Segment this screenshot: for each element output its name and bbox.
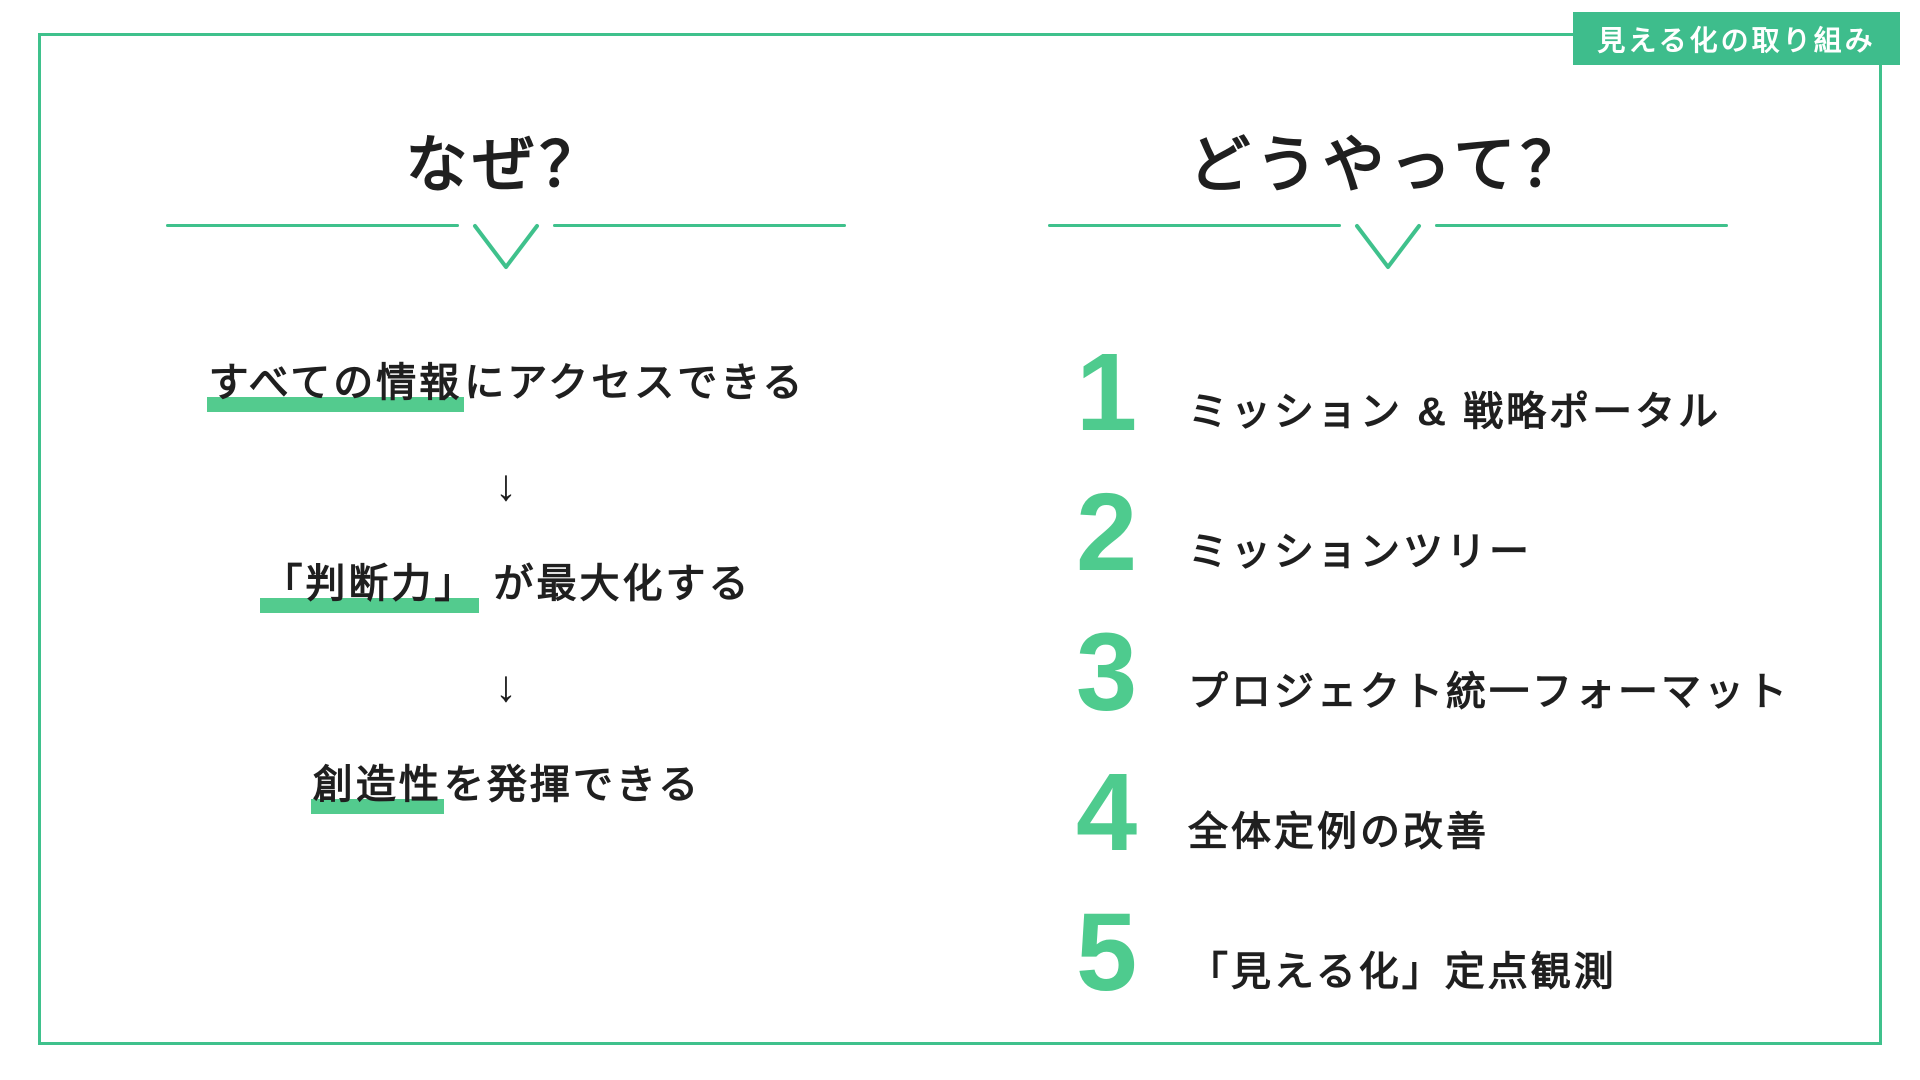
why-column: なぜ？ すべての情報にアクセスできる ↓ 「判断力」 が最大化する ↓ 創造性を… <box>166 130 846 814</box>
why-step-3: 創造性を発揮できる <box>311 761 701 814</box>
highlighted-text: 創造性 <box>311 761 444 814</box>
why-step-2: 「判断力」 が最大化する <box>260 560 751 613</box>
how-heading: どうやって？ <box>1188 131 1588 200</box>
item-label: ミッション & 戦略ポータル <box>1188 390 1722 435</box>
step-text: にアクセスできる <box>464 361 806 406</box>
chevron-down-icon <box>1355 224 1421 270</box>
item-number: 4 <box>1076 750 1138 874</box>
divider-line-left <box>1048 224 1341 228</box>
item-number: 3 <box>1076 610 1138 734</box>
down-arrow-icon: ↓ <box>495 662 517 712</box>
item-number: 1 <box>1076 330 1138 454</box>
down-arrow-icon: ↓ <box>495 461 517 511</box>
step-text: を発揮できる <box>443 763 702 808</box>
item-label: プロジェクト統一フォーマット <box>1188 670 1790 715</box>
how-divider <box>1048 223 1728 271</box>
list-item: 2 ミッションツリー <box>1076 469 1728 594</box>
why-heading: なぜ？ <box>405 131 607 200</box>
how-column: どうやって？ 1 ミッション & 戦略ポータル 2 ミッションツリー 3 プロジ… <box>1048 130 1787 1014</box>
item-label: ミッションツリー <box>1188 530 1532 575</box>
why-steps: すべての情報にアクセスできる ↓ 「判断力」 が最大化する ↓ 創造性を発揮でき… <box>166 359 846 814</box>
divider-line-right <box>1435 224 1728 228</box>
slide-frame <box>38 33 1882 1045</box>
corner-badge: 見える化の取り組み <box>1573 12 1900 65</box>
item-label: 「見える化」定点観測 <box>1188 950 1617 995</box>
list-item: 1 ミッション & 戦略ポータル <box>1076 329 1728 454</box>
list-item: 4 全体定例の改善 <box>1076 749 1728 874</box>
why-divider <box>166 223 846 271</box>
highlighted-text: すべての情報 <box>207 359 465 412</box>
how-list: 1 ミッション & 戦略ポータル 2 ミッションツリー 3 プロジェクト統一フォ… <box>1076 329 1787 1014</box>
step-text: が最大化する <box>479 562 752 607</box>
chevron-down-icon <box>473 224 539 270</box>
list-item: 3 プロジェクト統一フォーマット <box>1076 609 1787 734</box>
list-item: 5 「見える化」定点観測 <box>1076 889 1728 1014</box>
highlighted-text: 「判断力」 <box>260 560 479 613</box>
divider-line-right <box>553 224 846 228</box>
item-number: 2 <box>1076 470 1138 594</box>
item-label: 全体定例の改善 <box>1188 810 1489 855</box>
divider-line-left <box>166 224 459 228</box>
corner-badge-label: 見える化の取り組み <box>1597 24 1876 56</box>
why-step-1: すべての情報にアクセスできる <box>207 359 806 412</box>
item-number: 5 <box>1076 890 1138 1014</box>
